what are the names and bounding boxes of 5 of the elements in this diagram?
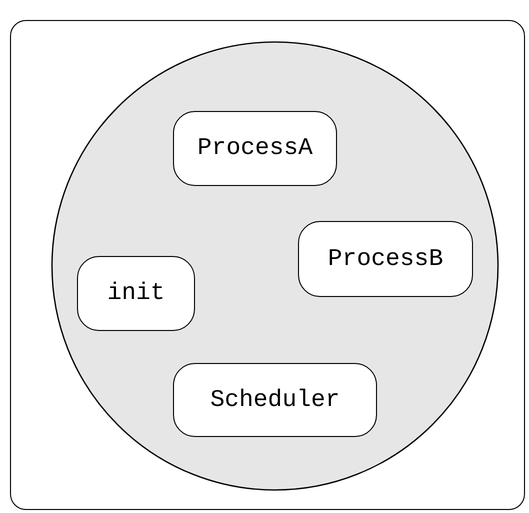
process-box: ProcessB: [298, 221, 473, 297]
process-box: ProcessA: [173, 111, 337, 186]
process-box: Scheduler: [173, 363, 377, 437]
process-box: init: [77, 256, 195, 331]
container-frame: [10, 20, 525, 510]
